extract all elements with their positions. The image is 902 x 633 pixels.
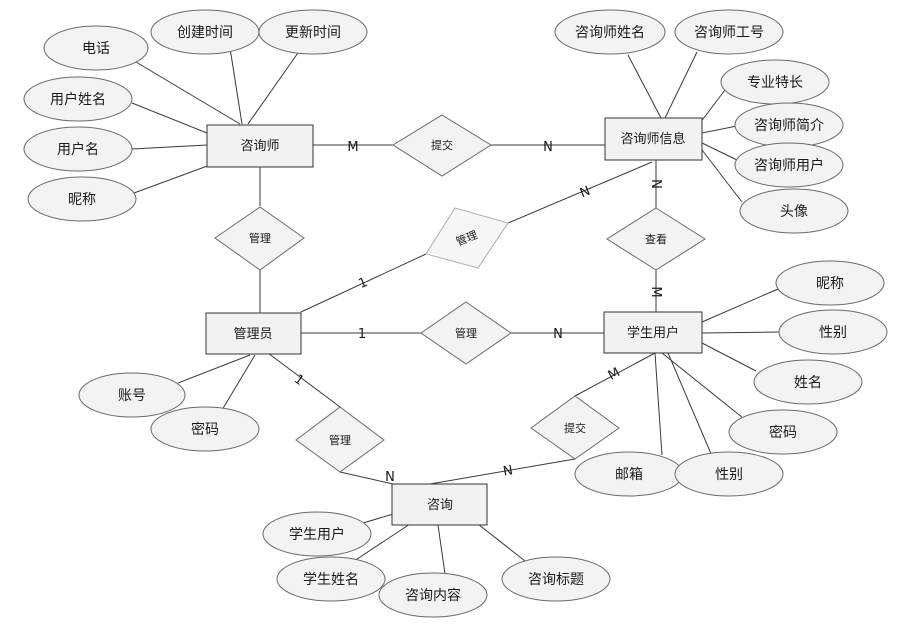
cardinality-label: M	[606, 365, 623, 384]
entity-admin-label: 管理员	[233, 327, 272, 342]
attr-label: 学生姓名	[303, 572, 359, 588]
relationship-student-submit-label: 提交	[564, 421, 586, 435]
entity-admin[interactable]: 管理员	[205, 312, 302, 355]
relationship-counselor-submit-label: 提交	[431, 138, 453, 152]
cardinality-label: M	[347, 140, 358, 155]
relationship-admin-consultation-label: 管理	[329, 433, 351, 447]
attr-label: 密码	[191, 421, 219, 438]
attr-label: 昵称	[68, 192, 96, 208]
attr-label: 姓名	[794, 375, 822, 391]
attr-consultation-student-user[interactable]: 学生用户	[262, 511, 372, 557]
relationship-view[interactable]: 查看	[606, 207, 706, 271]
attr-label: 密码	[769, 424, 797, 441]
entity-student-user-label: 学生用户	[627, 325, 679, 341]
attr-label: 学生用户	[289, 526, 345, 543]
attr-student-gender-2[interactable]: 性别	[674, 451, 784, 497]
cardinality-label: 1	[357, 275, 370, 292]
attr-label: 咨询内容	[405, 587, 461, 604]
attr-label: 创建时间	[177, 25, 233, 41]
attr-label: 电话	[82, 41, 110, 57]
relationship-admin-consultation[interactable]: 管理	[295, 406, 385, 473]
attr-info-name[interactable]: 咨询师姓名	[554, 9, 666, 55]
entity-consultation[interactable]: 咨询	[391, 483, 488, 526]
entity-counselor-label: 咨询师	[240, 139, 279, 154]
attr-counselor-nickname[interactable]: 昵称	[27, 176, 137, 222]
attr-label: 咨询师简介	[754, 117, 824, 134]
attr-info-employee-id[interactable]: 咨询师工号	[674, 9, 784, 55]
attr-label: 性别	[715, 467, 743, 483]
entity-counselor-info[interactable]: 咨询师信息	[604, 117, 703, 161]
attr-label: 专业特长	[747, 75, 803, 91]
relationship-admin-student[interactable]: 管理	[420, 301, 512, 365]
attr-counselor-username[interactable]: 用户名	[23, 126, 133, 172]
cardinality-label: N	[502, 463, 514, 479]
attr-student-gender[interactable]: 性别	[778, 309, 888, 355]
attr-info-intro[interactable]: 咨询师简介	[734, 102, 844, 148]
attr-consultation-title[interactable]: 咨询标题	[501, 556, 611, 602]
attr-info-avatar[interactable]: 头像	[739, 188, 849, 234]
entity-consultation-label: 咨询	[427, 498, 453, 513]
attr-label: 咨询标题	[528, 572, 584, 588]
attr-label: 咨询师用户	[754, 157, 824, 174]
attr-label: 用户姓名	[50, 91, 106, 108]
attr-counselor-updated-time[interactable]: 更新时间	[258, 9, 368, 55]
cardinality-label: N	[385, 470, 395, 485]
attr-label: 性别	[819, 325, 847, 341]
relationship-student-submit[interactable]: 提交	[530, 395, 620, 460]
cardinality-label: M	[648, 286, 663, 297]
cardinality-label: N	[578, 184, 593, 202]
attr-label: 邮箱	[615, 467, 643, 483]
cardinality-label: 1	[358, 327, 366, 342]
relationship-admin-counselor[interactable]: 管理	[214, 206, 305, 271]
relationship-view-label: 查看	[645, 232, 667, 246]
relationship-admin-student-label: 管理	[455, 326, 477, 340]
attr-admin-password[interactable]: 密码	[150, 406, 260, 452]
relationship-admin-counselor-info[interactable]: 管理	[425, 207, 509, 269]
attr-consultation-content[interactable]: 咨询内容	[378, 572, 488, 618]
entity-student-user[interactable]: 学生用户	[603, 311, 703, 354]
attr-label: 咨询师姓名	[575, 25, 645, 41]
attr-admin-account[interactable]: 账号	[78, 372, 186, 418]
attr-counselor-created-time[interactable]: 创建时间	[150, 9, 260, 55]
relationship-admin-counselor-label: 管理	[249, 231, 271, 245]
cardinality-label: N	[553, 327, 563, 342]
attr-student-name[interactable]: 姓名	[753, 359, 863, 405]
relationship-counselor-submit[interactable]: 提交	[392, 114, 492, 177]
attr-label: 咨询师工号	[694, 25, 764, 41]
connectors	[131, 47, 780, 575]
attr-student-password[interactable]: 密码	[728, 409, 838, 455]
attr-label: 头像	[780, 204, 808, 220]
cardinality-label: N	[543, 140, 553, 155]
attr-counselor-user-fullname[interactable]: 用户姓名	[23, 76, 133, 122]
attr-label: 昵称	[816, 276, 844, 292]
attr-label: 用户名	[57, 141, 99, 158]
attr-counselor-phone[interactable]: 电话	[43, 25, 149, 71]
attr-student-nickname[interactable]: 昵称	[775, 260, 885, 306]
attr-info-user[interactable]: 咨询师用户	[734, 142, 844, 188]
attr-consultation-student-name[interactable]: 学生姓名	[276, 556, 386, 602]
attr-student-email[interactable]: 邮箱	[574, 451, 684, 497]
entity-counselor-info-label: 咨询师信息	[620, 131, 685, 147]
entity-counselor[interactable]: 咨询师	[206, 124, 314, 168]
attr-label: 更新时间	[285, 25, 341, 41]
attr-label: 账号	[118, 388, 146, 404]
cardinality-label: N	[648, 179, 663, 189]
attr-info-specialty[interactable]: 专业特长	[720, 59, 830, 105]
